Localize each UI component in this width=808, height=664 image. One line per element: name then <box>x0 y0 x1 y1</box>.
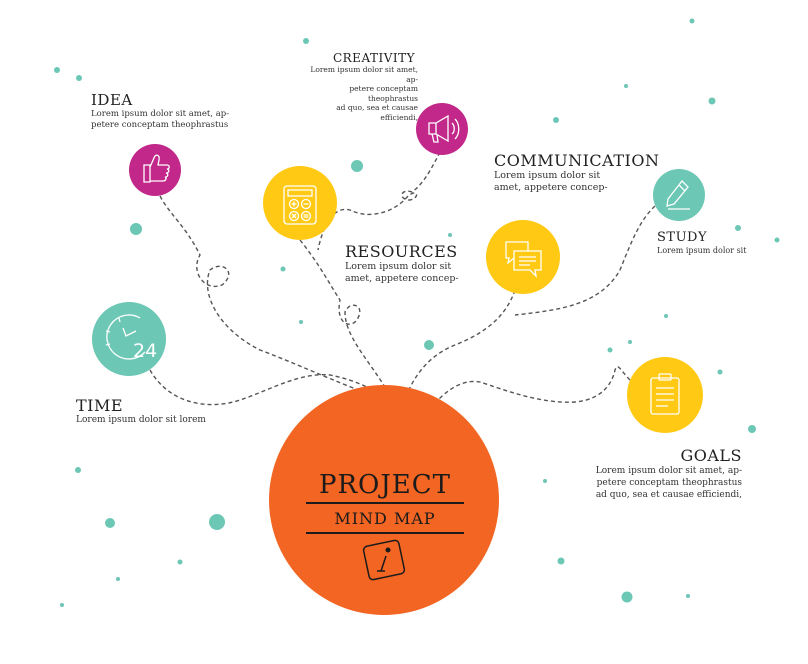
center-title: PROJECT <box>318 470 452 500</box>
decorative-dot <box>607 347 613 353</box>
study-node <box>653 169 705 221</box>
study-label: STUDY Lorem ipsum dolor sit <box>657 230 746 256</box>
clock-24-icon <box>105 314 146 360</box>
goals-label: GOALS Lorem ipsum dolor sit amet, ap- pe… <box>590 446 742 501</box>
connector-study <box>514 205 656 316</box>
decorative-dots <box>54 18 780 607</box>
decorative-dot <box>748 425 756 433</box>
connector-idea <box>159 195 386 401</box>
info-icon <box>362 539 406 581</box>
decorative-dot <box>60 603 64 607</box>
connector-time <box>149 369 393 409</box>
decorative-dot <box>628 340 632 344</box>
resources-node <box>263 166 337 240</box>
decorative-dot <box>177 559 183 565</box>
study-title: STUDY <box>657 230 708 245</box>
time-label: TIME Lorem ipsum dolor sit lorem <box>76 396 206 426</box>
decorative-dot <box>717 369 723 375</box>
decorative-dot <box>351 160 363 172</box>
calculator-icon <box>283 185 317 225</box>
decorative-dot <box>209 514 225 530</box>
clipboard-icon <box>650 373 680 415</box>
center-rule-top <box>306 502 464 504</box>
decorative-dot <box>553 117 559 123</box>
center-circle <box>269 385 499 615</box>
decorative-dot <box>686 594 690 598</box>
center-rule-bottom <box>306 532 464 534</box>
megaphone-icon <box>428 114 460 143</box>
decorative-dot <box>75 467 81 473</box>
decorative-dot <box>708 97 716 105</box>
decorative-dot <box>424 340 434 350</box>
resources-label: RESOURCES Lorem ipsum dolor sit amet, ap… <box>345 242 459 285</box>
idea-title: IDEA <box>91 91 133 109</box>
connector-communication <box>401 289 516 409</box>
communication-title: COMMUNICATION <box>494 151 660 170</box>
pencil-icon <box>666 180 690 210</box>
resources-title: RESOURCES <box>345 242 458 261</box>
decorative-dot <box>116 577 120 581</box>
goals-text: Lorem ipsum dolor sit amet, ap- petere c… <box>595 466 742 500</box>
connector-resources <box>299 239 396 406</box>
connector-creativity <box>317 151 441 251</box>
creativity-node <box>416 103 468 155</box>
center-subtitle: MIND MAP <box>334 509 436 528</box>
time-title: TIME <box>76 396 124 415</box>
decorative-dot <box>624 84 628 88</box>
decorative-dot <box>130 223 142 235</box>
decorative-dot <box>299 320 303 324</box>
idea-label: IDEA Lorem ipsum dolor sit amet, ap- pet… <box>91 91 229 131</box>
decorative-dot <box>735 225 741 231</box>
creativity-text: Lorem ipsum dolor sit amet, ap- petere c… <box>310 65 418 122</box>
creativity-title: CREATIVITY <box>332 51 416 65</box>
time-node <box>92 302 166 376</box>
decorative-dot <box>664 314 668 318</box>
creativity-label: CREATIVITY Lorem ipsum dolor sit amet, a… <box>300 51 418 122</box>
chat-bubbles-icon <box>505 241 542 278</box>
connector-lines <box>149 151 656 413</box>
decorative-dot <box>105 518 115 528</box>
decorative-dot <box>689 18 695 24</box>
resources-text: Lorem ipsum dolor sit amet, appetere con… <box>345 261 459 284</box>
time-text: Lorem ipsum dolor sit lorem <box>76 415 206 425</box>
decorative-dot <box>774 237 780 243</box>
decorative-dot <box>448 233 452 237</box>
time-icon-text: 24 <box>133 340 157 362</box>
decorative-dot <box>280 266 286 272</box>
goals-title: GOALS <box>680 446 742 465</box>
decorative-dot <box>557 557 565 565</box>
decorative-dot <box>621 591 633 603</box>
idea-node <box>129 144 181 196</box>
decorative-dot <box>76 75 82 81</box>
thumbs-up-icon <box>143 154 170 183</box>
center-title-block: PROJECT MIND MAP <box>300 470 470 536</box>
connector-goals <box>427 366 631 413</box>
communication-text: Lorem ipsum dolor sit amet, appetere con… <box>494 170 608 193</box>
study-text: Lorem ipsum dolor sit <box>657 246 747 255</box>
communication-label: COMMUNICATION Lorem ipsum dolor sit amet… <box>494 151 659 194</box>
decorative-dot <box>54 67 60 73</box>
goals-node <box>627 357 703 433</box>
idea-text: Lorem ipsum dolor sit amet, ap- petere c… <box>91 109 230 130</box>
decorative-dot <box>303 38 309 44</box>
decorative-dot <box>543 479 547 483</box>
